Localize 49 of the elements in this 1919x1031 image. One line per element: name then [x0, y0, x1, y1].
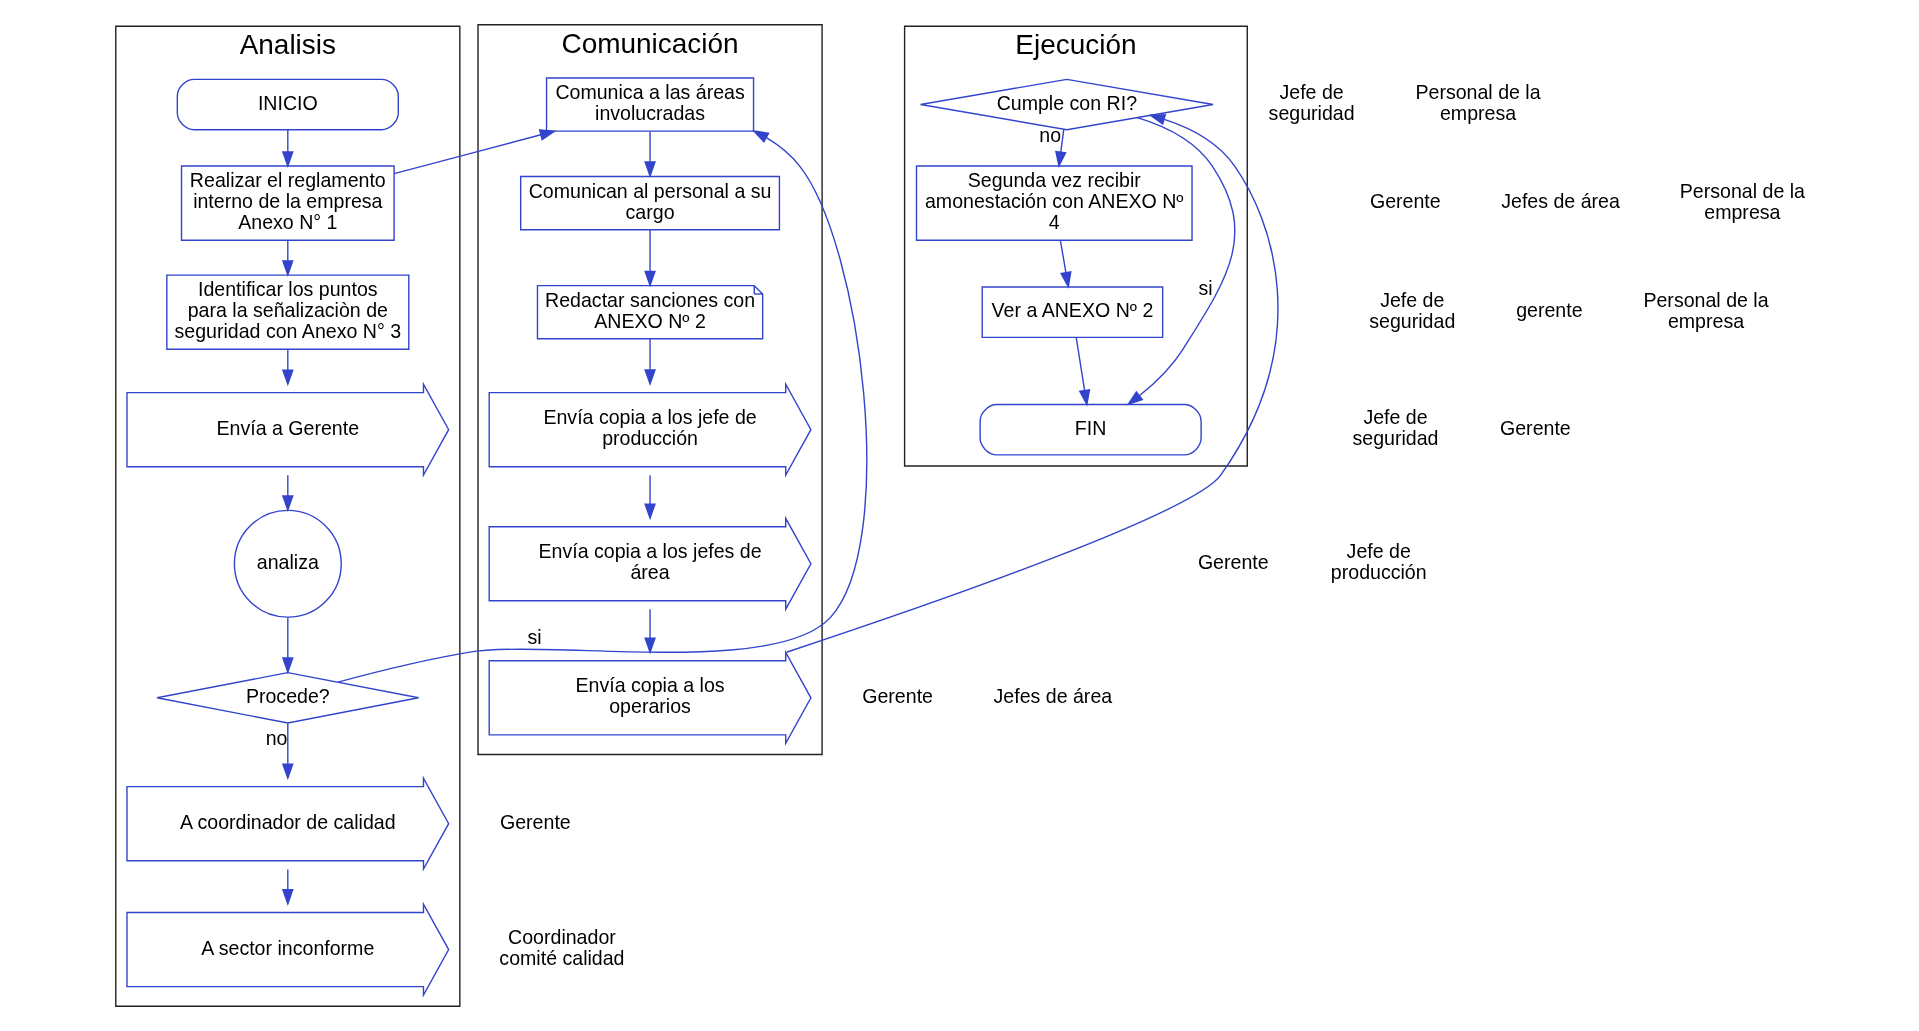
label: Jefe de seguridad — [1268, 81, 1355, 125]
node-box: INICIO — [176, 78, 399, 131]
edge-label: no — [265, 727, 288, 750]
node-box: Comunican al personal a su cargo — [519, 175, 781, 231]
arrow — [337, 129, 868, 683]
label: gerente — [1516, 299, 1583, 322]
label: Gerente — [862, 684, 933, 707]
node-box: Comunica a las áreas involucradas — [545, 77, 755, 132]
arrow — [281, 616, 294, 675]
arrow — [281, 129, 294, 169]
node-box: FIN — [979, 403, 1202, 456]
label: Coordinador comité calidad — [499, 926, 625, 970]
arrow — [1059, 239, 1072, 289]
arrow — [644, 229, 656, 288]
node-circle: analiza — [233, 509, 342, 618]
edge-label: si — [527, 626, 542, 649]
node-box: Identificar los puntos para la señalizaciòn de seguridad con Anexo N° 3 — [166, 274, 410, 350]
arrow — [281, 349, 294, 387]
label: Jefe de producción — [1330, 540, 1427, 584]
arrow — [1055, 128, 1067, 169]
label: Gerente — [1369, 190, 1441, 213]
label: Gerente — [1500, 416, 1571, 439]
label: Personal de la empresa — [1415, 81, 1541, 125]
label: Jefes de área — [1501, 190, 1620, 213]
node-diamond: Cumple con RI? — [919, 78, 1214, 131]
arrow — [1126, 116, 1236, 406]
node-box: Realizar el reglamento interno de la empresa Anexo N° 1 — [180, 165, 395, 241]
arrow — [281, 474, 294, 513]
arrow — [644, 130, 656, 179]
label: Personal de la empresa — [1643, 288, 1769, 332]
label: Gerente — [1197, 550, 1269, 573]
arrow — [644, 608, 656, 655]
arrow — [644, 338, 656, 387]
arrow — [281, 239, 294, 277]
node-diamond: Procede? — [156, 671, 420, 724]
arrow — [644, 474, 656, 521]
label: Personal de la empresa — [1679, 179, 1805, 223]
arrow — [393, 129, 557, 175]
label: Jefe de seguridad — [1352, 406, 1439, 450]
arrow — [1075, 337, 1091, 407]
arrow — [281, 722, 294, 781]
node-box: Ver a ANEXO Nº 2 — [981, 286, 1164, 339]
edge-label: si — [1198, 277, 1213, 300]
node-box: Segunda vez recibir amonestación con ANEXO Nº 4 — [915, 165, 1193, 241]
label: Gerente — [499, 810, 571, 833]
label: Jefe de seguridad — [1369, 288, 1456, 332]
arrow — [281, 868, 294, 906]
label: Jefes de área — [993, 684, 1113, 707]
arrow — [785, 113, 1279, 653]
